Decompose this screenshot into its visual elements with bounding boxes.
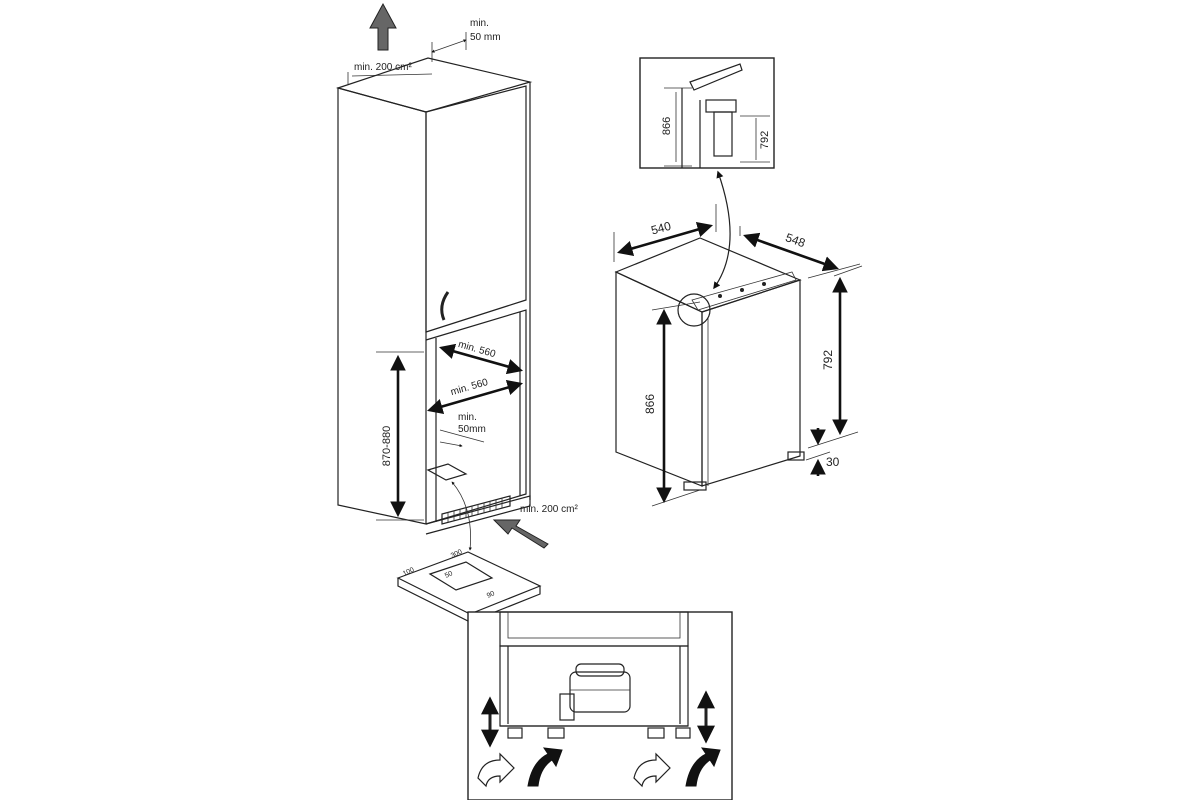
height-right-label: 792 <box>821 350 835 370</box>
depth-label: 548 <box>784 230 808 250</box>
up-arrow-icon <box>369 2 397 51</box>
inlet-arrow-icon <box>492 519 549 549</box>
floor-template: 100 50 300 90 <box>396 548 542 623</box>
template-label-4: 90 <box>486 590 496 600</box>
bottom-vent-label: min. 200 cm² <box>520 504 578 515</box>
width-label: 540 <box>649 219 672 238</box>
hinge-detail-inset: 866 792 <box>639 57 775 169</box>
airflow-panel <box>467 611 733 800</box>
height-left-label: 866 <box>643 394 657 414</box>
curl-arrow-icon <box>633 752 671 788</box>
detail-height-right-label: 792 <box>759 131 771 149</box>
top-vent-label: min. 200 cm² <box>354 62 412 73</box>
cabinet-diagram: min. 200 cm² min.50 mm <box>335 2 578 551</box>
template-label-2: 50 <box>444 570 454 580</box>
template-label-3: 300 <box>450 548 464 559</box>
compressor <box>559 663 631 721</box>
niche-height-label: 870-880 <box>381 426 393 466</box>
rear-gap-label: min.50 mm <box>470 18 501 43</box>
foot-label: 30 <box>826 455 840 469</box>
detail-height-left-label: 866 <box>661 117 673 135</box>
appliance-diagram: 540 548 866 792 30 <box>613 170 863 507</box>
template-label-1: 100 <box>402 566 416 577</box>
curl-arrow-icon <box>477 752 515 788</box>
bottom-gap-label: min.50mm <box>458 412 486 435</box>
curl-arrow-icon <box>685 747 721 787</box>
curl-arrow-icon <box>527 747 563 787</box>
